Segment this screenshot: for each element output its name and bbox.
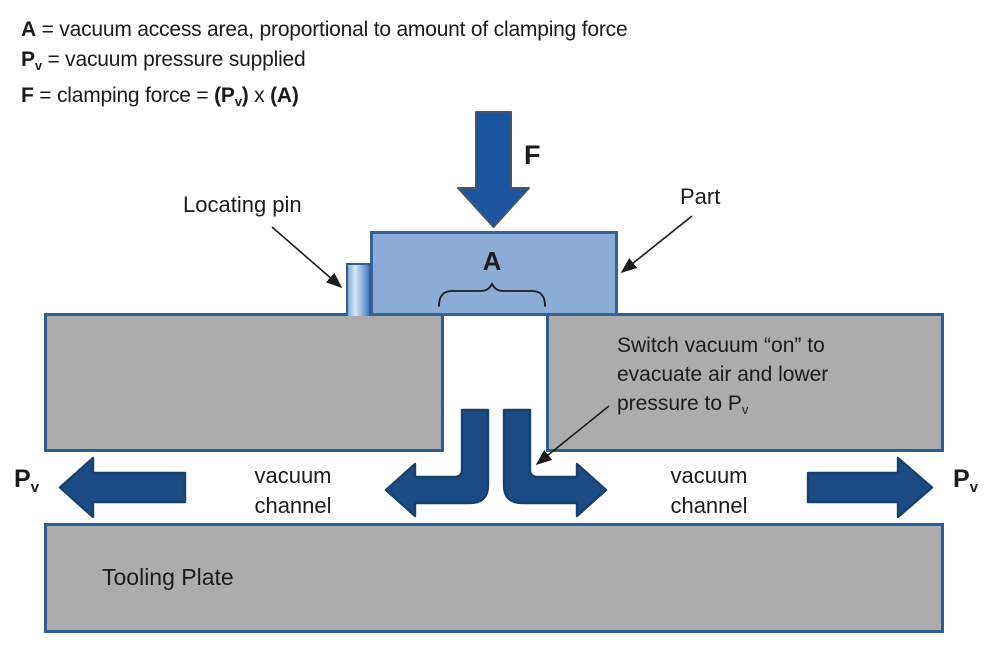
pv-base: P	[14, 465, 31, 493]
locating-pin-label: Locating pin	[183, 192, 302, 217]
vacuum-channel-label-line1: vacuum	[670, 463, 748, 488]
vacuum-channel-label-line2: channel	[670, 493, 748, 518]
formula-term-pv-close: )	[241, 84, 249, 107]
formula-times: x	[248, 84, 271, 107]
formula-line-pressure: Pv = vacuum pressure supplied	[21, 45, 627, 81]
vacuum-annotation-pointer-arrow	[535, 405, 610, 466]
formula-block: A = vacuum access area, proportional to …	[21, 15, 628, 117]
area-brace	[438, 282, 546, 307]
switch-vacuum-annotation: Switch vacuum “on” to evacuate air and l…	[617, 331, 927, 424]
part-block	[370, 231, 618, 316]
part-pointer-arrow	[620, 215, 693, 273]
pv-label-left: Pv	[14, 465, 39, 496]
formula-term-a: A	[21, 18, 36, 41]
annotation-line3: pressure to Pv	[617, 389, 927, 424]
vacuum-channel-label-line1: vacuum	[254, 463, 332, 488]
fixture-plate-right	[546, 313, 944, 452]
tooling-plate	[44, 523, 944, 633]
tooling-plate-label: Tooling Plate	[102, 564, 234, 590]
formula-subscript-v: v	[234, 94, 242, 109]
locating-pin	[346, 263, 371, 316]
vacuum-channel-label-right: vacuum channel	[644, 461, 774, 521]
part-label: Part	[680, 184, 721, 209]
clamping-force-arrow	[457, 111, 530, 228]
vacuum-channel-label-line2: channel	[254, 493, 332, 518]
pv-label-right: Pv	[953, 465, 978, 496]
pv-base: P	[953, 465, 970, 493]
formula-term-area: (A)	[270, 84, 299, 107]
formula-term-f: F	[21, 84, 34, 107]
vacuum-channel-arrow-left	[58, 456, 187, 519]
formula-line-area: A = vacuum access area, proportional to …	[21, 15, 628, 45]
vacuum-flow-elbow-arrow-right	[502, 408, 608, 518]
formula-text: = vacuum pressure supplied	[41, 48, 306, 71]
annotation-line3-text: pressure to	[617, 392, 728, 415]
pv-subscript: v	[969, 479, 979, 496]
locating-pin-pointer-arrow	[271, 226, 343, 289]
annotation-line2: evacuate air and lower	[617, 363, 829, 386]
formula-subscript-v: v	[34, 58, 42, 73]
vacuum-channel-label-left: vacuum channel	[228, 461, 358, 521]
area-label: A	[482, 246, 502, 276]
annotation-pv-subscript: v	[741, 402, 749, 417]
formula-term-pv-open: (P	[214, 84, 235, 107]
formula-text: = vacuum access area, proportional to am…	[35, 18, 628, 41]
formula-text: = clamping force =	[33, 84, 215, 107]
annotation-line1: Switch vacuum “on” to	[617, 334, 825, 357]
annotation-pv-base: P	[727, 392, 742, 415]
force-label: F	[524, 140, 541, 170]
fixture-plate-left	[44, 313, 444, 452]
vacuum-channel-arrow-right	[806, 456, 934, 519]
pv-subscript: v	[30, 479, 40, 496]
vacuum-flow-elbow-arrow-left	[384, 408, 490, 518]
formula-line-force: F = clamping force = (Pv) x (A)	[21, 81, 627, 117]
formula-term-p: P	[21, 48, 35, 71]
